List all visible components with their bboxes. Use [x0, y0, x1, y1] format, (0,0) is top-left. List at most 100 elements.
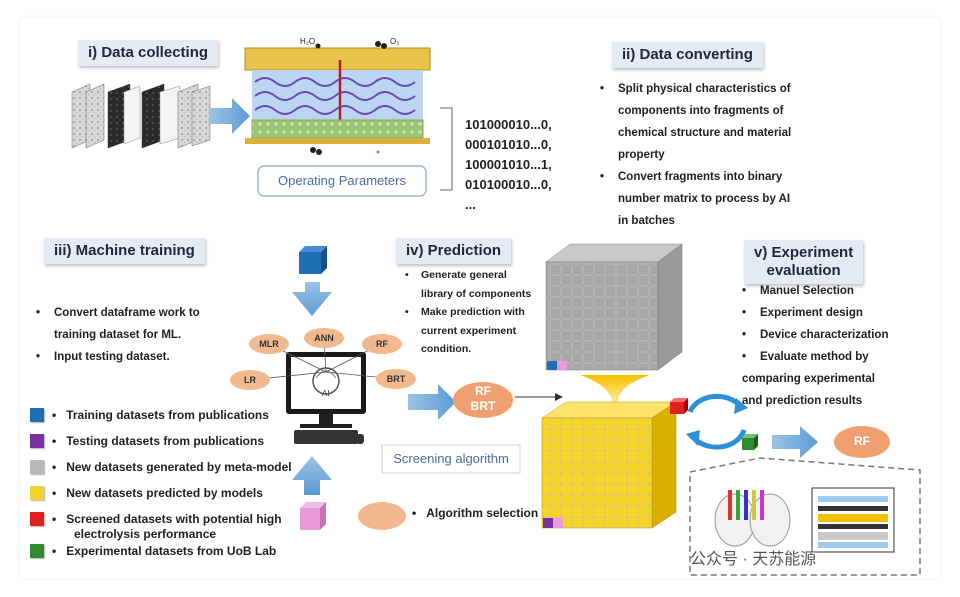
layer-image-6 — [159, 85, 181, 145]
model-brt: BRT — [376, 369, 416, 389]
model-mlr: MLR — [249, 334, 289, 354]
legend-swatch — [30, 460, 44, 474]
input-cube-blue — [299, 246, 327, 274]
membrane-electrode — [244, 41, 431, 155]
bullet-line: in batches — [618, 215, 675, 227]
bullet-line: chemical structure and material — [618, 127, 792, 139]
arrow-down-train — [292, 282, 332, 316]
algorithm-selection-label: •Algorithm selection — [412, 506, 539, 520]
layer-image-2 — [85, 83, 105, 149]
h2o-label: H₂O — [300, 37, 315, 46]
title-machine-training: iii) Machine training — [44, 238, 205, 264]
brt-label: BRT — [470, 399, 496, 413]
rf-brt-oval — [453, 382, 513, 418]
bullet-text: Make prediction with — [421, 306, 525, 318]
legend-swatch — [30, 408, 44, 422]
bullet-text: Device characterization — [760, 329, 889, 341]
bullet-line: •Generate general — [405, 269, 507, 281]
rf-label: RF — [475, 384, 491, 398]
title-experiment-line1: v) Experiment — [754, 244, 854, 261]
lab-dashed-box — [689, 457, 921, 576]
prediction-text: •Generate general library of components … — [405, 266, 531, 359]
operating-parameters-label: Operating Parameters — [278, 173, 406, 188]
bullet-line: •Convert dataframe work to — [36, 307, 200, 319]
bullet-text: Split physical characteristics of — [618, 83, 791, 95]
bullet-text: Evaluate method by — [760, 351, 869, 363]
o2-label: O₂ — [390, 37, 399, 46]
funnel — [580, 375, 650, 410]
arrow-collect — [210, 98, 250, 134]
model-ann: ANN — [304, 328, 344, 348]
membrane-stack-images — [71, 83, 211, 149]
bullet-line: current experiment — [421, 324, 517, 337]
ai-monitor — [286, 352, 366, 444]
binary-row: 100001010...1, — [465, 157, 552, 172]
binary-row: ... — [465, 197, 476, 212]
binary-matrix: 101000010...0, 000101010...0, 100001010.… — [465, 115, 552, 215]
model-rf: RF — [362, 334, 402, 354]
input-cube-pink — [300, 502, 326, 530]
binary-row: 010100010...0, — [465, 177, 552, 192]
data-converting-text: •Split physical characteristics of compo… — [600, 78, 791, 232]
legend-label: New datasets generated by meta-model — [66, 460, 292, 474]
title-experiment-line2: evaluation — [766, 262, 841, 279]
bullet-text: Convert dataframe work to — [54, 307, 200, 319]
experiment-text: •Manuel Selection •Experiment design •De… — [742, 280, 888, 412]
rf-brt-label: RF BRT — [453, 384, 513, 414]
ai-label: AI — [322, 389, 330, 398]
arrow-to-rf — [408, 384, 456, 420]
machine-training-text: •Convert dataframe work to training data… — [36, 302, 200, 368]
legend-swatch — [30, 544, 44, 558]
bullet-line: training dataset for ML. — [54, 329, 182, 341]
legend-item-meta-model: • New datasets generated by meta-model — [30, 457, 292, 477]
gray-cube — [545, 243, 683, 371]
title-experiment-evaluation: v) Experiment evaluation — [744, 240, 864, 284]
operating-parameters-box — [257, 165, 427, 197]
title-data-collecting: i) Data collecting — [78, 40, 219, 66]
bullet-line: •Device characterization — [742, 329, 889, 341]
bullet-text: Input testing dataset. — [54, 351, 170, 363]
bullet-line: •Input testing dataset. — [36, 351, 170, 363]
binary-row: 101000010...0, — [465, 117, 552, 132]
bullet-text: Experiment design — [760, 307, 863, 319]
bullet-line: •Manuel Selection — [742, 285, 854, 297]
legend-item-training: • Training datasets from publications — [30, 405, 269, 425]
bullet-text: Generate general — [421, 269, 507, 281]
legend-label: Screened datasets with potential high — [66, 512, 282, 526]
bullet-text: Convert fragments into binary — [618, 171, 783, 183]
legend-item-experimental: • Experimental datasets from UoB Lab — [30, 541, 276, 561]
bullet-line: •Split physical characteristics of — [600, 83, 791, 95]
cycle-arrows — [686, 393, 748, 450]
arrow-up-train — [292, 456, 332, 495]
layer-image-4 — [123, 85, 141, 145]
bullet-line: •Make prediction with — [405, 306, 525, 318]
bullet-line: library of components — [421, 287, 532, 300]
watermark: 公众号 · 天苏能源 — [690, 551, 817, 568]
bullet-line: •Evaluate method by — [742, 351, 869, 363]
red-cube — [670, 398, 688, 414]
algorithm-oval — [358, 502, 406, 530]
legend-item-screened: • Screened datasets with potential high — [30, 509, 282, 529]
bullet-line: •Convert fragments into binary — [600, 171, 783, 183]
legend-swatch — [30, 512, 44, 526]
title-prediction: iv) Prediction — [396, 238, 512, 264]
bullet-line: number matrix to process by AI — [618, 193, 791, 205]
legend-label: Experimental datasets from UoB Lab — [66, 544, 277, 558]
bullet-line: property — [618, 149, 665, 161]
electrolyzer-illustration — [811, 487, 895, 553]
bullet-line: condition. — [421, 343, 472, 355]
arrow-to-result — [772, 426, 818, 458]
legend-item-predicted: • New datasets predicted by models — [30, 483, 263, 503]
yellow-cube — [541, 401, 677, 529]
algorithm-selection-text: Algorithm selection — [426, 506, 539, 520]
model-lr: LR — [230, 370, 270, 390]
screening-label: Screening algorithm — [393, 451, 509, 466]
bullet-text: Manuel Selection — [760, 285, 854, 297]
legend-label: Training datasets from publications — [66, 408, 269, 422]
legend-swatch — [30, 486, 44, 500]
bracket — [440, 107, 453, 191]
legend-item-testing: • Testing datasets from publications — [30, 431, 264, 451]
lab-hands-illustration — [714, 490, 791, 547]
binary-row: 000101010...0, — [465, 137, 552, 152]
